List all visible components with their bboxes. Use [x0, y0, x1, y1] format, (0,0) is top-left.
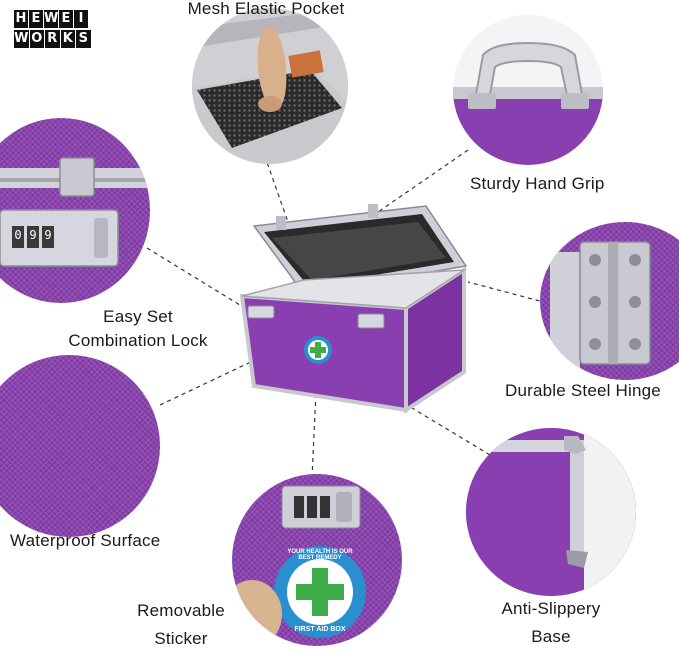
- logo-line1-letter: E: [59, 10, 73, 28]
- logo-line2-letter: R: [45, 30, 60, 48]
- removable-sticker-photo: YOUR HEALTH IS OUR BEST REMEDY FIRST AID…: [232, 474, 402, 646]
- logo-line1-letter: E: [29, 10, 43, 28]
- label-base-line2: Base: [531, 627, 571, 646]
- callout-line-mesh: [261, 147, 289, 223]
- steel-hinge-photo: [540, 222, 679, 380]
- logo-line2-letter: W: [14, 30, 29, 48]
- label-base-line1: Anti-Slippery: [501, 599, 601, 618]
- label-lock-line1: Easy Set: [103, 307, 173, 326]
- callout-line-grip: [377, 149, 469, 213]
- callout-line-hinge: [467, 281, 556, 306]
- label-waterproof-surface: Waterproof Surface: [10, 531, 161, 550]
- lock-digit-2: 9: [29, 228, 37, 242]
- sticker-bottom-text: FIRST AID BOX: [294, 626, 346, 633]
- lock-digits: 0 9 9: [12, 228, 57, 242]
- lock-digit-1: 0: [14, 228, 22, 242]
- label-lock-line2: Combination Lock: [68, 331, 208, 350]
- combination-lock-photo: 0 9 9: [0, 118, 150, 303]
- callout-line-base: [411, 407, 491, 456]
- logo-line1-letter: H: [14, 10, 28, 28]
- hand-grip-photo: [453, 15, 603, 165]
- waterproof-surface-photo: [0, 355, 160, 537]
- logo-line1-letter: I: [74, 10, 88, 28]
- logo-line2-letter: S: [76, 30, 91, 48]
- logo-line2-letter: K: [60, 30, 75, 48]
- mesh-pocket-photo: [192, 8, 348, 164]
- label-sticker-line2: Sticker: [154, 629, 208, 648]
- label-sticker-line1: Removable: [137, 601, 225, 620]
- anti-slippery-base-photo: [466, 428, 636, 596]
- label-steel-hinge: Durable Steel Hinge: [505, 381, 661, 400]
- label-mesh-pocket: Mesh Elastic Pocket: [187, 0, 345, 18]
- callout-line-surface: [159, 359, 256, 406]
- logo-line2-letter: O: [29, 30, 44, 48]
- lock-digit-3: 9: [44, 228, 52, 242]
- callout-line-lock: [146, 247, 249, 311]
- logo-line1-letter: W: [44, 10, 59, 28]
- sticker-top-text: YOUR HEALTH IS OUR BEST REMEDY: [287, 549, 353, 561]
- label-hand-grip: Sturdy Hand Grip: [470, 174, 605, 193]
- first-aid-case-image: [239, 196, 472, 414]
